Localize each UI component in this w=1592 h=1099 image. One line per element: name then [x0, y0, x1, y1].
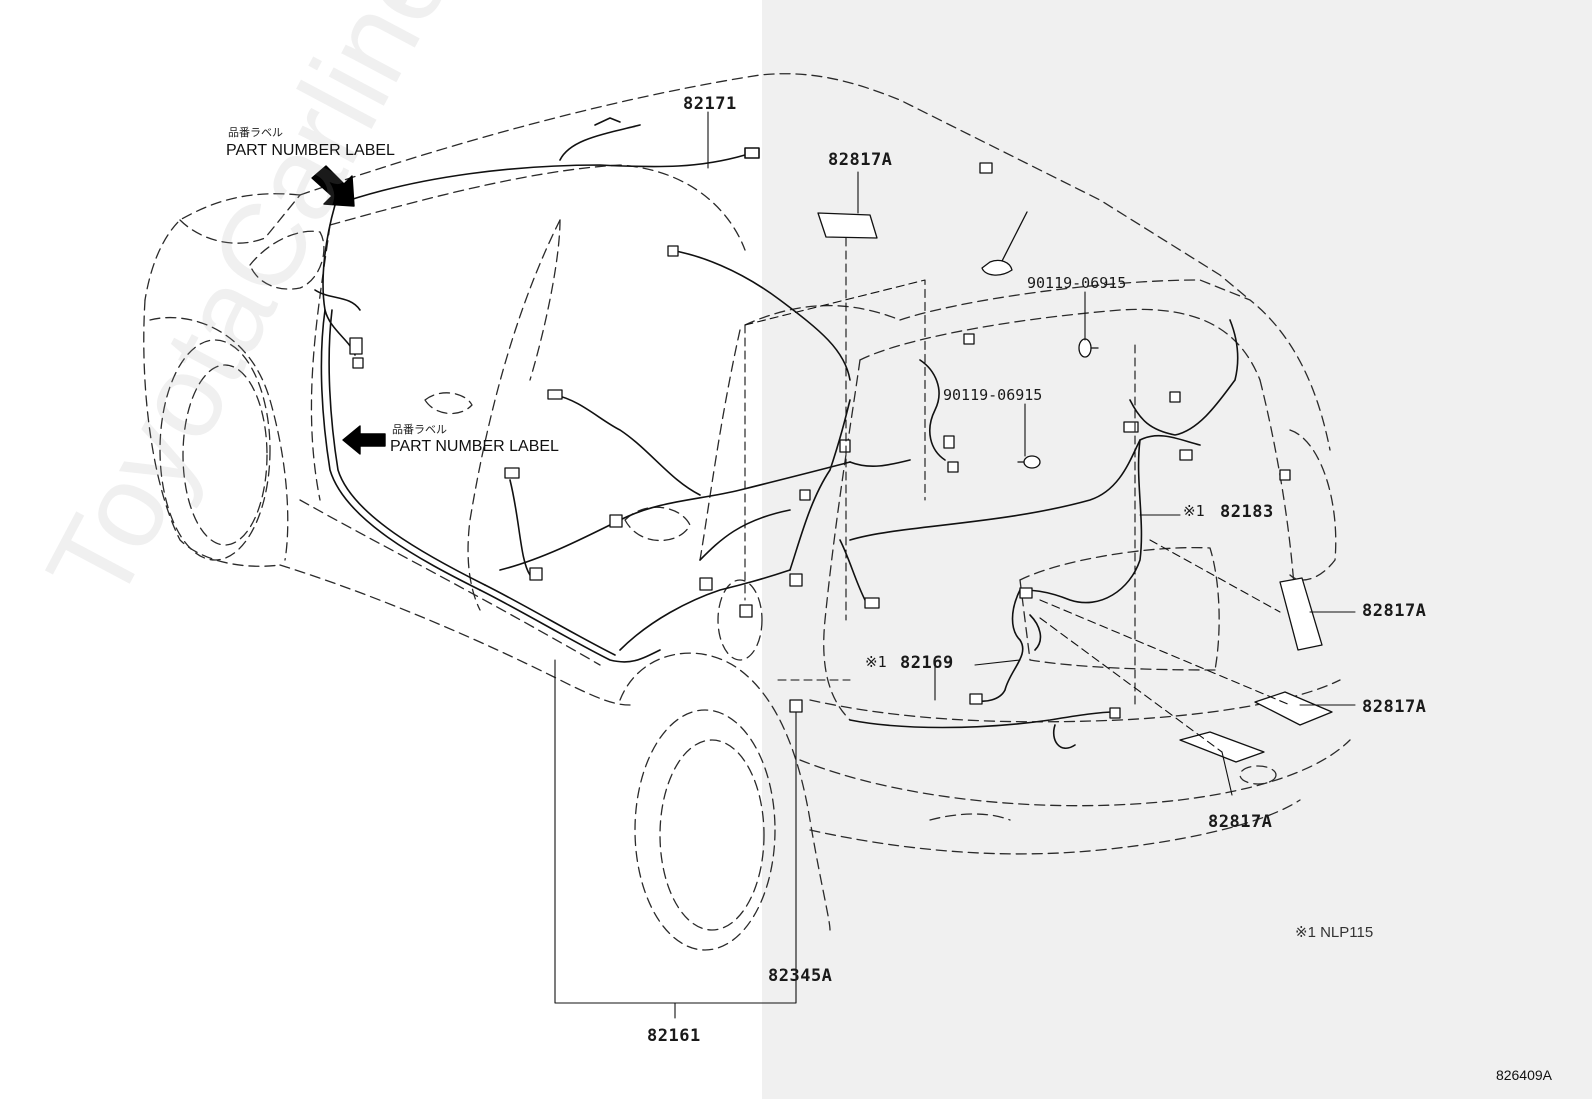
callout-82817a-roof: 82817A [828, 150, 893, 170]
wire-harness-lines [314, 117, 1239, 749]
callout-82161: 82161 [647, 1026, 701, 1046]
part-number-label-side: PART NUMBER LABEL [390, 438, 559, 455]
part-number-label-arrows [311, 165, 386, 455]
callout-82183: 82183 [1220, 502, 1274, 522]
callout-90119-06915-lower: 90119-06915 [943, 386, 1043, 404]
callout-90119-06915-upper: 90119-06915 [1027, 274, 1127, 292]
callout-82169: 82169 [900, 653, 954, 673]
footnote-nlp115: ※1 NLP115 [1295, 924, 1374, 941]
callout-82817a-side: 82817A [1362, 601, 1427, 621]
callout-82817a-rear: 82817A [1362, 697, 1427, 717]
harness-connectors [349, 162, 1291, 719]
callout-82345a: 82345A [768, 966, 833, 986]
figure-id: 826409A [1495, 1067, 1552, 1083]
callout-82171: 82171 [683, 94, 737, 114]
callout-82817a-bottom: 82817A [1208, 812, 1273, 832]
part-number-label-jp-side: 品番ラベル [392, 423, 447, 436]
vehicle-body-outline [143, 73, 1351, 951]
bolt-parts [1017, 338, 1099, 469]
callout-82169-note-mark: ※1 [865, 653, 887, 671]
leader-lines [554, 111, 1356, 1019]
callout-82183-note-mark: ※1 [1183, 502, 1205, 520]
label-pads [817, 211, 1333, 763]
part-number-label-top: PART NUMBER LABEL [226, 142, 395, 159]
part-number-label-jp-top: 品番ラベル [228, 126, 283, 139]
shaded-background-panel [762, 0, 1592, 1099]
